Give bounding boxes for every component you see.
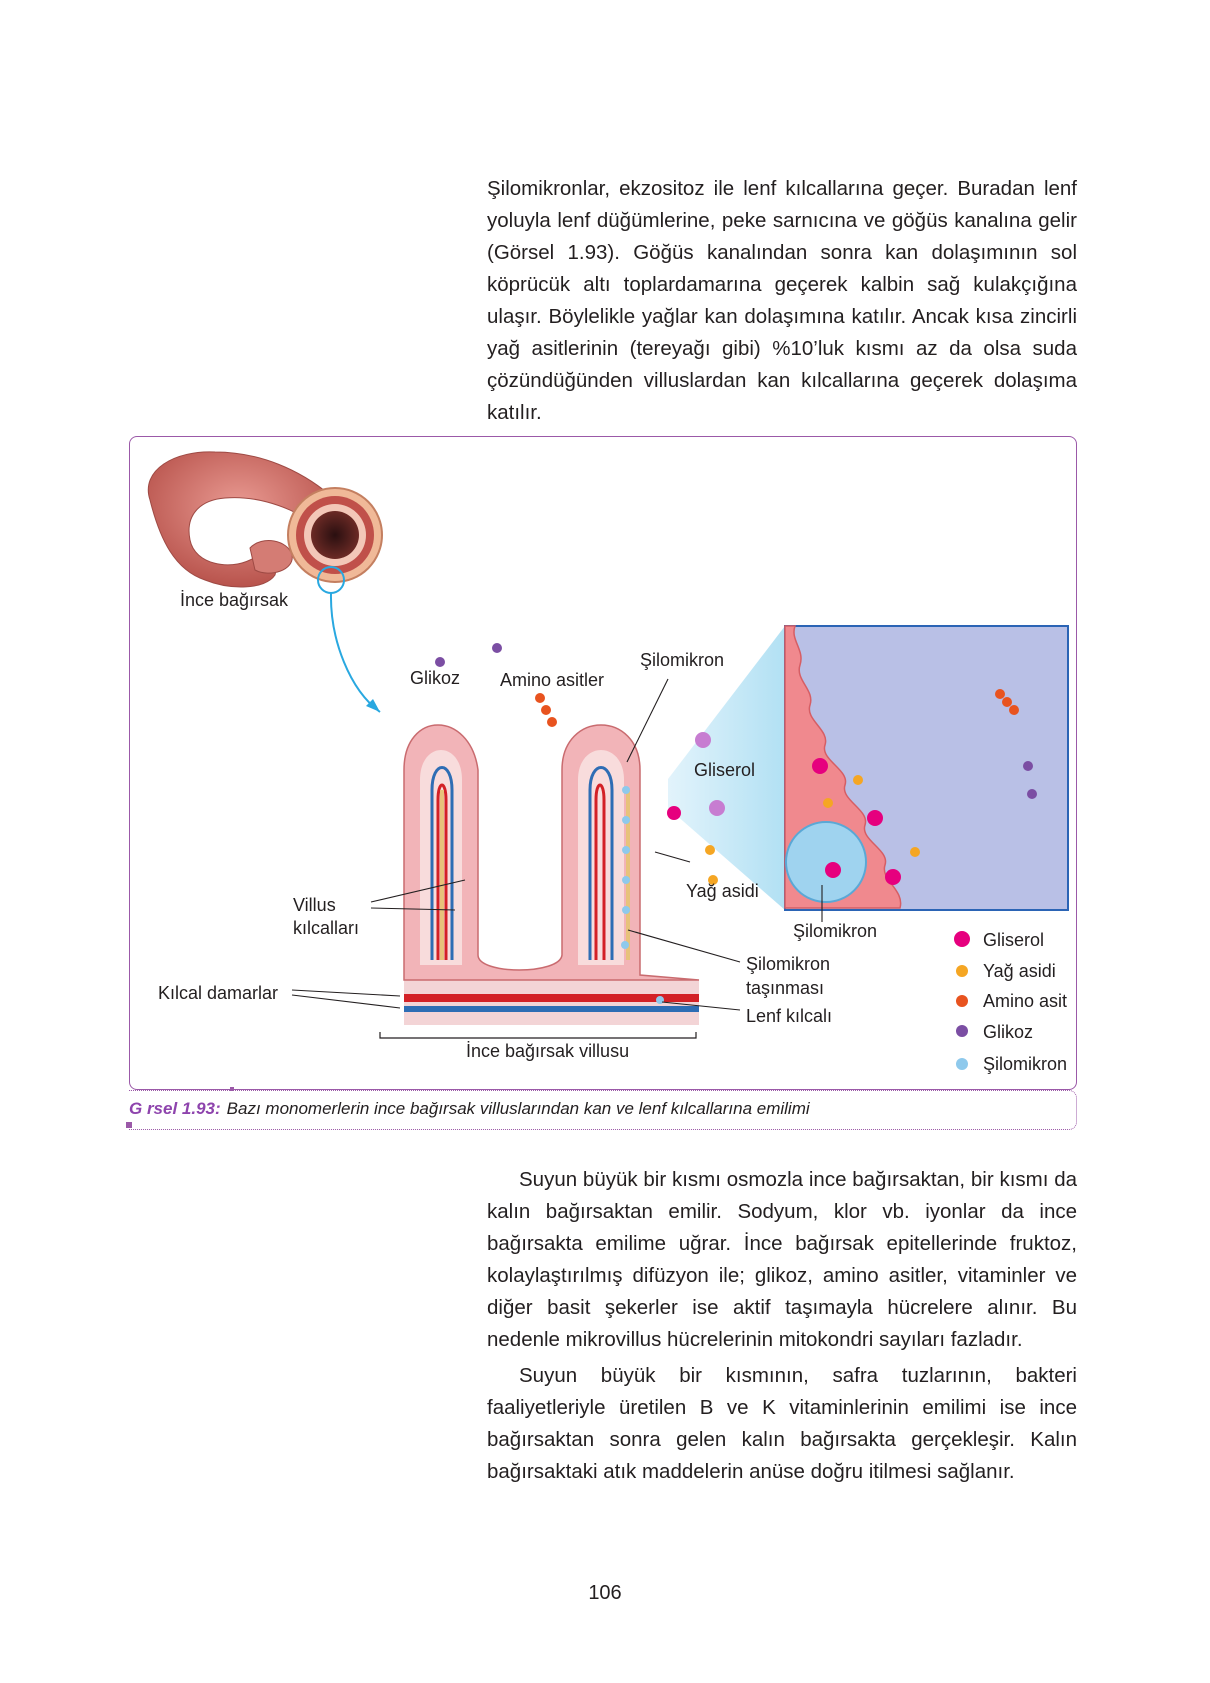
legend-label-amino-acid: Amino asit [983,991,1067,1011]
label-chylomicron-top: Şilomikron [640,650,724,670]
caption-dot-top [230,1087,234,1091]
legend-label-fatty-acid: Yağ asidi [983,961,1056,981]
villi [379,724,700,1039]
legend-label-glucose: Glikoz [983,1022,1033,1042]
caption-dot [126,1122,132,1128]
paragraph-3: Suyun büyük bir kısmının, safra tuzların… [487,1364,1077,1483]
legend-label-chylomicron: Şilomikron [983,1054,1067,1074]
legend-dot-glycerol [954,931,970,947]
label-transport-1: Şilomikron [746,954,830,974]
legend-dot-amino-acid [956,995,968,1007]
label-glucose: Glikoz [410,668,460,688]
label-lymph-capillary: Lenf kılcalı [746,1006,832,1026]
label-villus-1: Villus [293,895,336,915]
paragraph-1: Şilomikronlar, ekzositoz ile lenf kılcal… [487,177,1077,424]
caption-text: Bazı monomerlerin ince bağırsak villusla… [226,1099,810,1118]
small-intestine-illustration [147,451,383,713]
villus-absorption-diagram: İnce bağırsak Glikoz Amino asitler Şilom… [147,451,1069,1074]
label-capillaries: Kılcal damarlar [158,983,278,1003]
legend-dot-glucose [956,1025,968,1037]
label-fatty-acid: Yağ asidi [686,881,759,901]
caption-label: G rsel 1.93: [129,1099,221,1118]
legend: Gliserol Yağ asidi Amino asit Glikoz Şil… [954,930,1067,1074]
molecules [435,643,1037,1004]
caption-box [129,1090,1077,1130]
label-villus-2: kılcalları [293,918,359,938]
label-amino-acids: Amino asitler [500,670,604,690]
zoom-box [784,625,1069,911]
figure-frame [129,436,1077,1090]
label-small-intestine: İnce bağırsak [180,590,289,610]
label-chylomicron-zoom: Şilomikron [793,921,877,941]
legend-dot-chylomicron [956,1058,968,1070]
label-glycerol: Gliserol [694,760,755,780]
page-number: 106 [588,1582,622,1604]
label-villus: İnce bağırsak villusu [466,1041,629,1061]
label-transport-2: taşınması [746,978,824,998]
legend-dot-fatty-acid [956,965,968,977]
legend-label-glycerol: Gliserol [983,930,1044,950]
figure-caption: G rsel 1.93: Bazı monomerlerin ince bağır… [129,1099,810,1119]
paragraph-2: Suyun büyük bir kısmı osmozla ince bağır… [487,1168,1077,1351]
